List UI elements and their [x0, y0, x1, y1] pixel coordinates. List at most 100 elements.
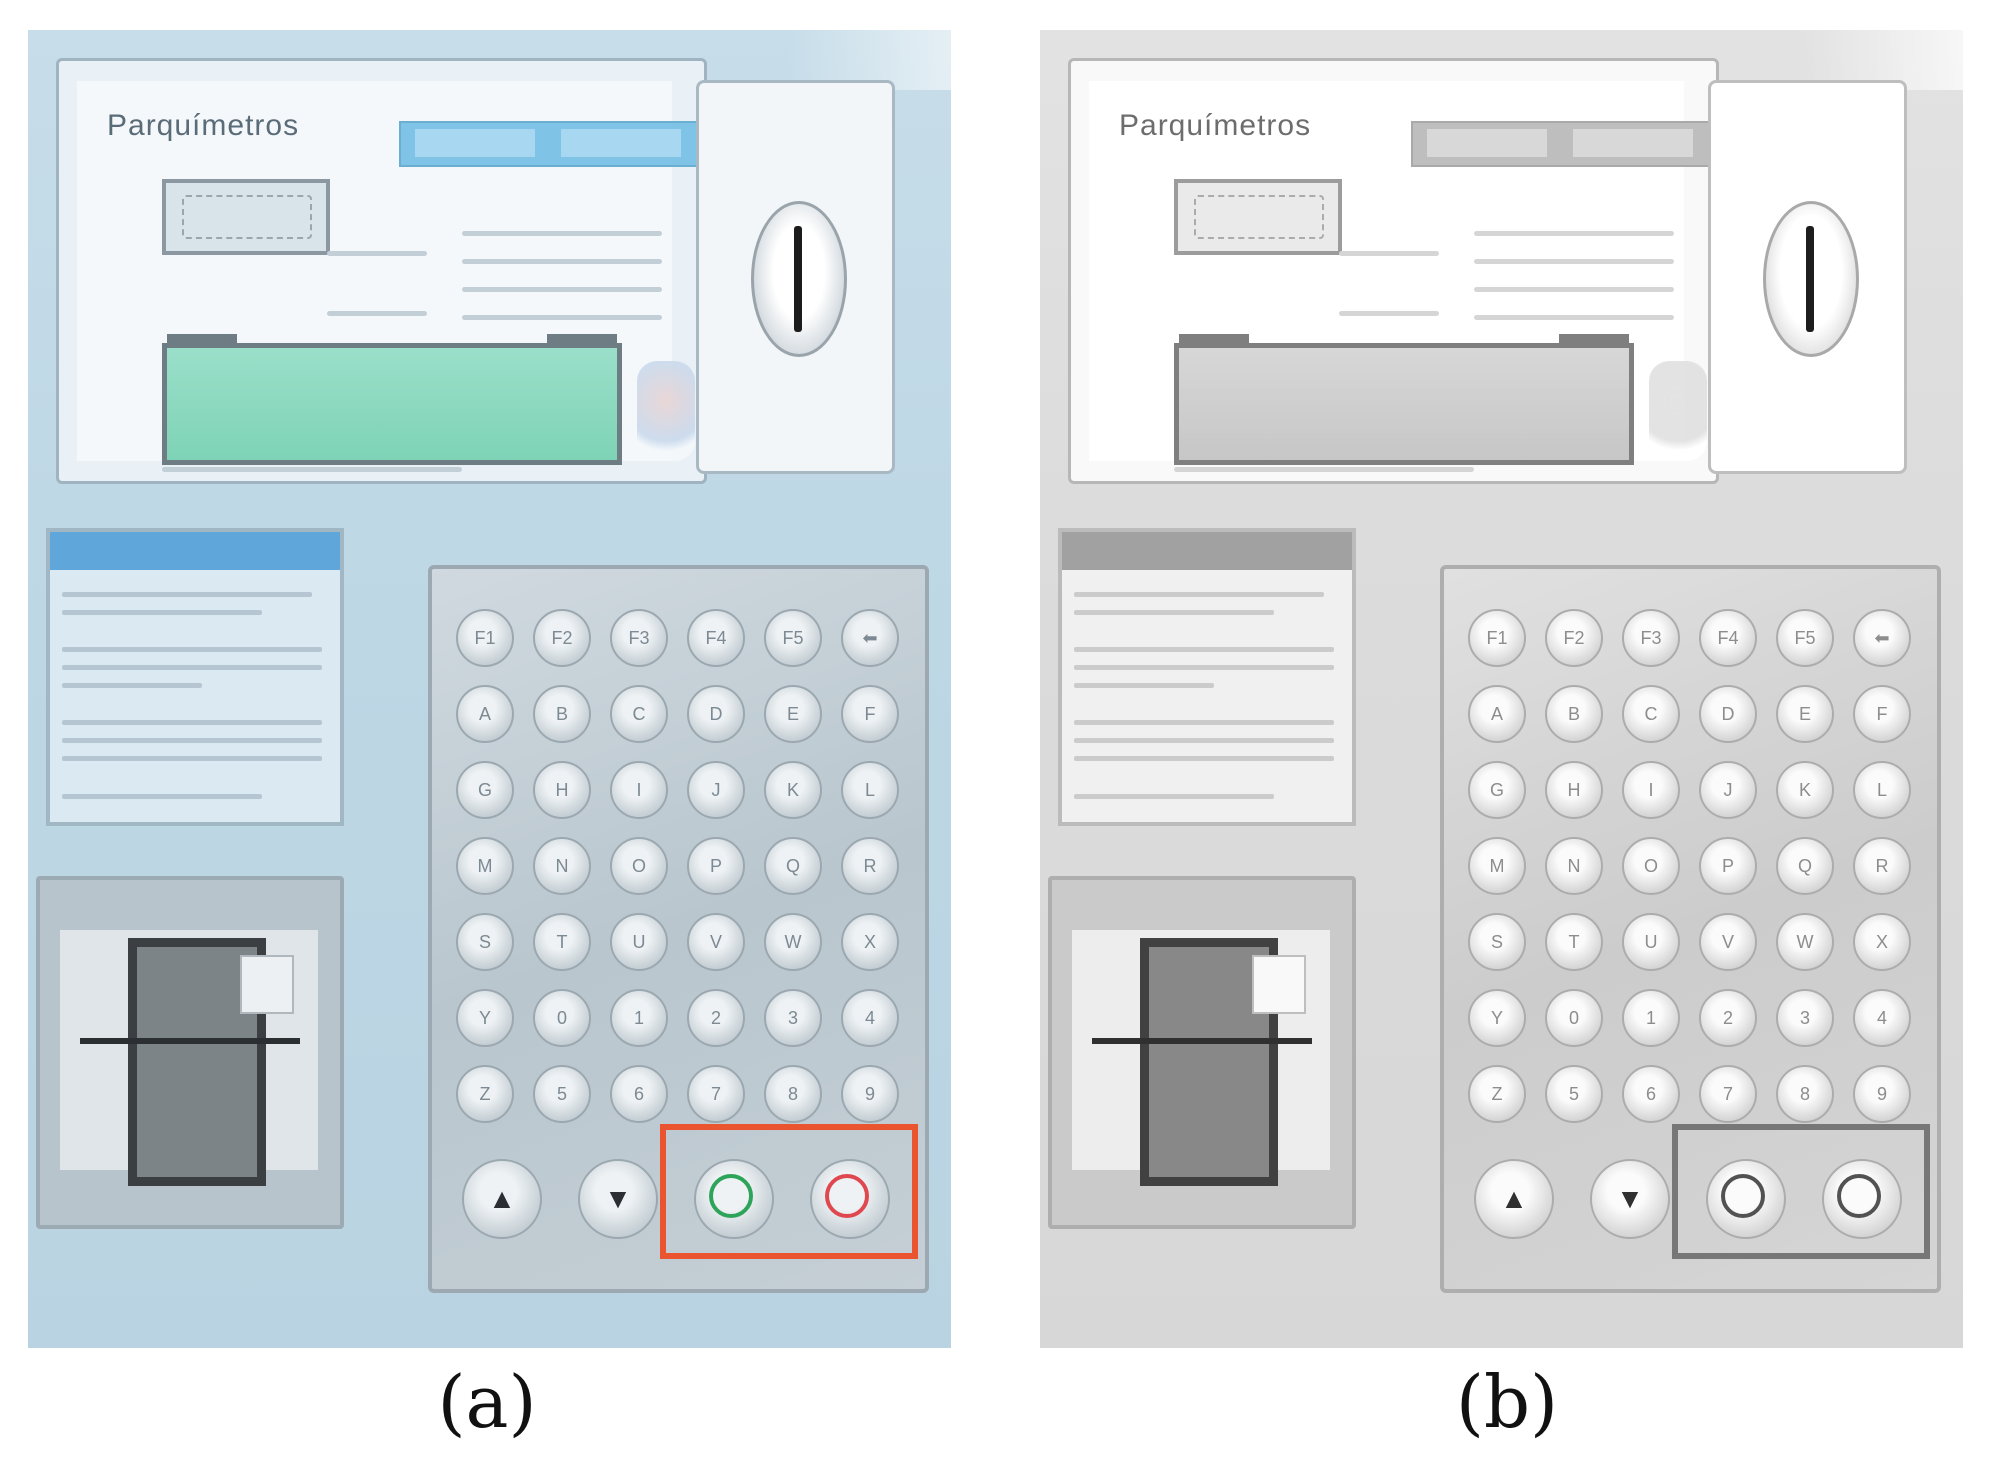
keypad-key[interactable]: F: [1853, 685, 1911, 743]
keypad-key[interactable]: 2: [687, 989, 745, 1047]
keypad-key[interactable]: M: [1468, 837, 1526, 895]
keypad-key[interactable]: R: [841, 837, 899, 895]
cancel-key[interactable]: [1822, 1159, 1902, 1239]
keypad-key[interactable]: 0: [1545, 989, 1603, 1047]
keypad-key[interactable]: C: [1622, 685, 1680, 743]
function-key[interactable]: ⬅: [1853, 609, 1911, 667]
card-slot[interactable]: [1140, 938, 1278, 1186]
function-key[interactable]: F3: [1622, 609, 1680, 667]
keypad-key[interactable]: 7: [687, 1065, 745, 1123]
keypad-key[interactable]: H: [533, 761, 591, 819]
keypad-key[interactable]: P: [687, 837, 745, 895]
keypad-key[interactable]: M: [456, 837, 514, 895]
keypad-key[interactable]: R: [1853, 837, 1911, 895]
keypad-key[interactable]: 7: [1699, 1065, 1757, 1123]
keypad-key[interactable]: 5: [533, 1065, 591, 1123]
function-key[interactable]: F2: [533, 609, 591, 667]
highlight-box: [1672, 1124, 1930, 1259]
keypad-key[interactable]: T: [533, 913, 591, 971]
keypad-key[interactable]: D: [687, 685, 745, 743]
keypad-key[interactable]: D: [1699, 685, 1757, 743]
keypad-key[interactable]: 5: [1545, 1065, 1603, 1123]
keypad-key[interactable]: 1: [610, 989, 668, 1047]
keypad-key[interactable]: S: [456, 913, 514, 971]
keypad-key[interactable]: V: [687, 913, 745, 971]
keypad-key[interactable]: U: [1622, 913, 1680, 971]
keypad-key[interactable]: G: [456, 761, 514, 819]
keypad-key[interactable]: 3: [1776, 989, 1834, 1047]
keypad-key[interactable]: A: [1468, 685, 1526, 743]
keypad-key[interactable]: 9: [841, 1065, 899, 1123]
keypad-key[interactable]: A: [456, 685, 514, 743]
keypad-key[interactable]: O: [610, 837, 668, 895]
function-key[interactable]: F5: [1776, 609, 1834, 667]
function-key[interactable]: F2: [1545, 609, 1603, 667]
keypad-key[interactable]: B: [533, 685, 591, 743]
function-key[interactable]: F3: [610, 609, 668, 667]
keypad-key[interactable]: 4: [841, 989, 899, 1047]
keypad-key[interactable]: H: [1545, 761, 1603, 819]
keypad-key[interactable]: E: [764, 685, 822, 743]
instructions-title-bar: [1062, 532, 1352, 570]
keypad-key[interactable]: F: [841, 685, 899, 743]
keypad-key[interactable]: P: [1699, 837, 1757, 895]
keypad-key[interactable]: B: [1545, 685, 1603, 743]
confirm-key[interactable]: [1706, 1159, 1786, 1239]
keypad-key[interactable]: 6: [1622, 1065, 1680, 1123]
keypad-key[interactable]: N: [1545, 837, 1603, 895]
keypad-key[interactable]: X: [841, 913, 899, 971]
main-lcd-screen: [1174, 334, 1634, 465]
keypad-key[interactable]: X: [1853, 913, 1911, 971]
keypad-key[interactable]: V: [1699, 913, 1757, 971]
confirm-key[interactable]: [694, 1159, 774, 1239]
coin-slot[interactable]: [1763, 201, 1859, 357]
keypad-key[interactable]: I: [1622, 761, 1680, 819]
keypad-key[interactable]: I: [610, 761, 668, 819]
keypad-key[interactable]: K: [764, 761, 822, 819]
keypad-key[interactable]: 1: [1622, 989, 1680, 1047]
up-arrow-key[interactable]: ▲: [462, 1159, 542, 1239]
keypad-key[interactable]: W: [1776, 913, 1834, 971]
keypad-key[interactable]: K: [1776, 761, 1834, 819]
function-key[interactable]: F1: [1468, 609, 1526, 667]
keypad-key[interactable]: L: [841, 761, 899, 819]
keypad-key[interactable]: C: [610, 685, 668, 743]
keypad-key[interactable]: 2: [1699, 989, 1757, 1047]
keypad-key[interactable]: T: [1545, 913, 1603, 971]
keypad-key[interactable]: J: [687, 761, 745, 819]
function-key[interactable]: ⬅: [841, 609, 899, 667]
keypad-key[interactable]: L: [1853, 761, 1911, 819]
keypad-key[interactable]: N: [533, 837, 591, 895]
function-key[interactable]: F4: [687, 609, 745, 667]
up-arrow-key[interactable]: ▲: [1474, 1159, 1554, 1239]
down-arrow-key[interactable]: ▼: [578, 1159, 658, 1239]
keypad-key[interactable]: 9: [1853, 1065, 1911, 1123]
keypad-key[interactable]: W: [764, 913, 822, 971]
keypad-key[interactable]: S: [1468, 913, 1526, 971]
keypad-key[interactable]: O: [1622, 837, 1680, 895]
keypad-key[interactable]: Y: [456, 989, 514, 1047]
keypad-key[interactable]: J: [1699, 761, 1757, 819]
keypad-key[interactable]: U: [610, 913, 668, 971]
function-key[interactable]: F1: [456, 609, 514, 667]
function-key[interactable]: F4: [1699, 609, 1757, 667]
coin-box: [1708, 80, 1907, 474]
display-sheet: Parquímetros: [77, 81, 698, 472]
keypad-key[interactable]: 8: [764, 1065, 822, 1123]
down-arrow-key[interactable]: ▼: [1590, 1159, 1670, 1239]
keypad-key[interactable]: G: [1468, 761, 1526, 819]
keypad-key[interactable]: 6: [610, 1065, 668, 1123]
keypad-key[interactable]: Z: [456, 1065, 514, 1123]
keypad-key[interactable]: 3: [764, 989, 822, 1047]
keypad-key[interactable]: Q: [764, 837, 822, 895]
coin-slot[interactable]: [751, 201, 847, 357]
keypad-key[interactable]: 0: [533, 989, 591, 1047]
function-key[interactable]: F5: [764, 609, 822, 667]
keypad-key[interactable]: Z: [1468, 1065, 1526, 1123]
keypad-key[interactable]: 4: [1853, 989, 1911, 1047]
keypad-key[interactable]: E: [1776, 685, 1834, 743]
keypad-key[interactable]: Y: [1468, 989, 1526, 1047]
keypad-key[interactable]: 8: [1776, 1065, 1834, 1123]
cancel-key[interactable]: [810, 1159, 890, 1239]
keypad-key[interactable]: Q: [1776, 837, 1834, 895]
